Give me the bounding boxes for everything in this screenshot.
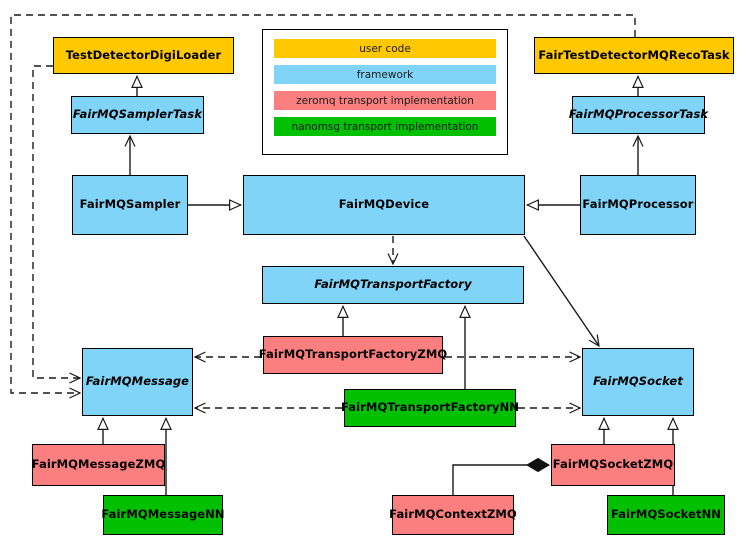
- class-label: FairMQProcessor: [582, 197, 694, 212]
- edge-device-to-socket: [523, 235, 599, 346]
- class-box-fairmq-message-nn[interactable]: FairMQMessageNN: [101, 495, 225, 535]
- legend-item-framework: framework: [274, 65, 496, 84]
- class-label: FairMQTransportFactory: [314, 277, 472, 292]
- class-box-fairmq-transport-factory[interactable]: FairMQTransportFactory: [262, 266, 524, 304]
- class-label: FairMQSocketNN: [610, 507, 722, 522]
- class-box-fairmq-processor[interactable]: FairMQProcessor: [580, 175, 696, 235]
- composition-diamond-icon: [526, 457, 550, 473]
- legend-panel: user code framework zeromq transport imp…: [262, 29, 508, 155]
- legend-item-zeromq: zeromq transport implementation: [274, 91, 496, 110]
- class-label: FairMQSamplerTask: [72, 107, 203, 122]
- class-box-fair-test-detector-mq-reco-task[interactable]: FairTestDetectorMQRecoTask: [534, 37, 734, 74]
- class-box-fairmq-transport-factory-zmq[interactable]: FairMQTransportFactoryZMQ: [259, 336, 447, 374]
- class-label: TestDetectorDigiLoader: [65, 47, 222, 62]
- class-box-fairmq-socket-zmq[interactable]: FairMQSocketZMQ: [551, 444, 675, 486]
- class-label: FairMQSocket: [593, 374, 683, 389]
- class-box-fairmq-message-zmq[interactable]: FairMQMessageZMQ: [32, 444, 165, 486]
- legend-label: user code: [359, 42, 411, 55]
- class-label: FairMQContextZMQ: [389, 507, 517, 522]
- class-label: FairMQSocketZMQ: [552, 457, 674, 472]
- legend-label: nanomsg transport implementation: [291, 120, 479, 133]
- legend-label: framework: [356, 68, 414, 81]
- class-box-fairmq-transport-factory-nn[interactable]: FairMQTransportFactoryNN: [340, 389, 520, 427]
- legend-item-nanomsg: nanomsg transport implementation: [274, 117, 496, 136]
- legend-item-user-code: user code: [274, 39, 496, 58]
- class-label: FairMQTransportFactoryNN: [340, 400, 520, 415]
- class-box-fairmq-message[interactable]: FairMQMessage: [82, 348, 193, 416]
- class-box-test-detector-digi-loader[interactable]: TestDetectorDigiLoader: [53, 37, 234, 74]
- class-label: FairMQDevice: [338, 197, 430, 212]
- legend-label: zeromq transport implementation: [296, 94, 474, 107]
- class-box-fairmq-device[interactable]: FairMQDevice: [243, 175, 525, 235]
- class-box-fairmq-context-zmq[interactable]: FairMQContextZMQ: [389, 495, 517, 535]
- class-label: FairMQMessageNN: [101, 507, 225, 522]
- class-label: FairMQTransportFactoryZMQ: [258, 347, 448, 362]
- class-label: FairMQMessageZMQ: [31, 457, 166, 472]
- class-box-fairmq-socket[interactable]: FairMQSocket: [582, 348, 694, 416]
- class-box-fairmq-sampler[interactable]: FairMQSampler: [72, 175, 188, 235]
- class-box-fairmq-socket-nn[interactable]: FairMQSocketNN: [607, 495, 725, 535]
- class-label: FairMQProcessorTask: [568, 107, 709, 122]
- class-box-fairmq-processor-task[interactable]: FairMQProcessorTask: [568, 96, 709, 134]
- edge-recotask-to-message: [10, 14, 636, 393]
- class-label: FairMQSampler: [79, 197, 181, 212]
- class-label: FairMQMessage: [85, 374, 190, 389]
- class-box-fairmq-sampler-task[interactable]: FairMQSamplerTask: [71, 96, 204, 134]
- class-label: FairTestDetectorMQRecoTask: [538, 47, 730, 62]
